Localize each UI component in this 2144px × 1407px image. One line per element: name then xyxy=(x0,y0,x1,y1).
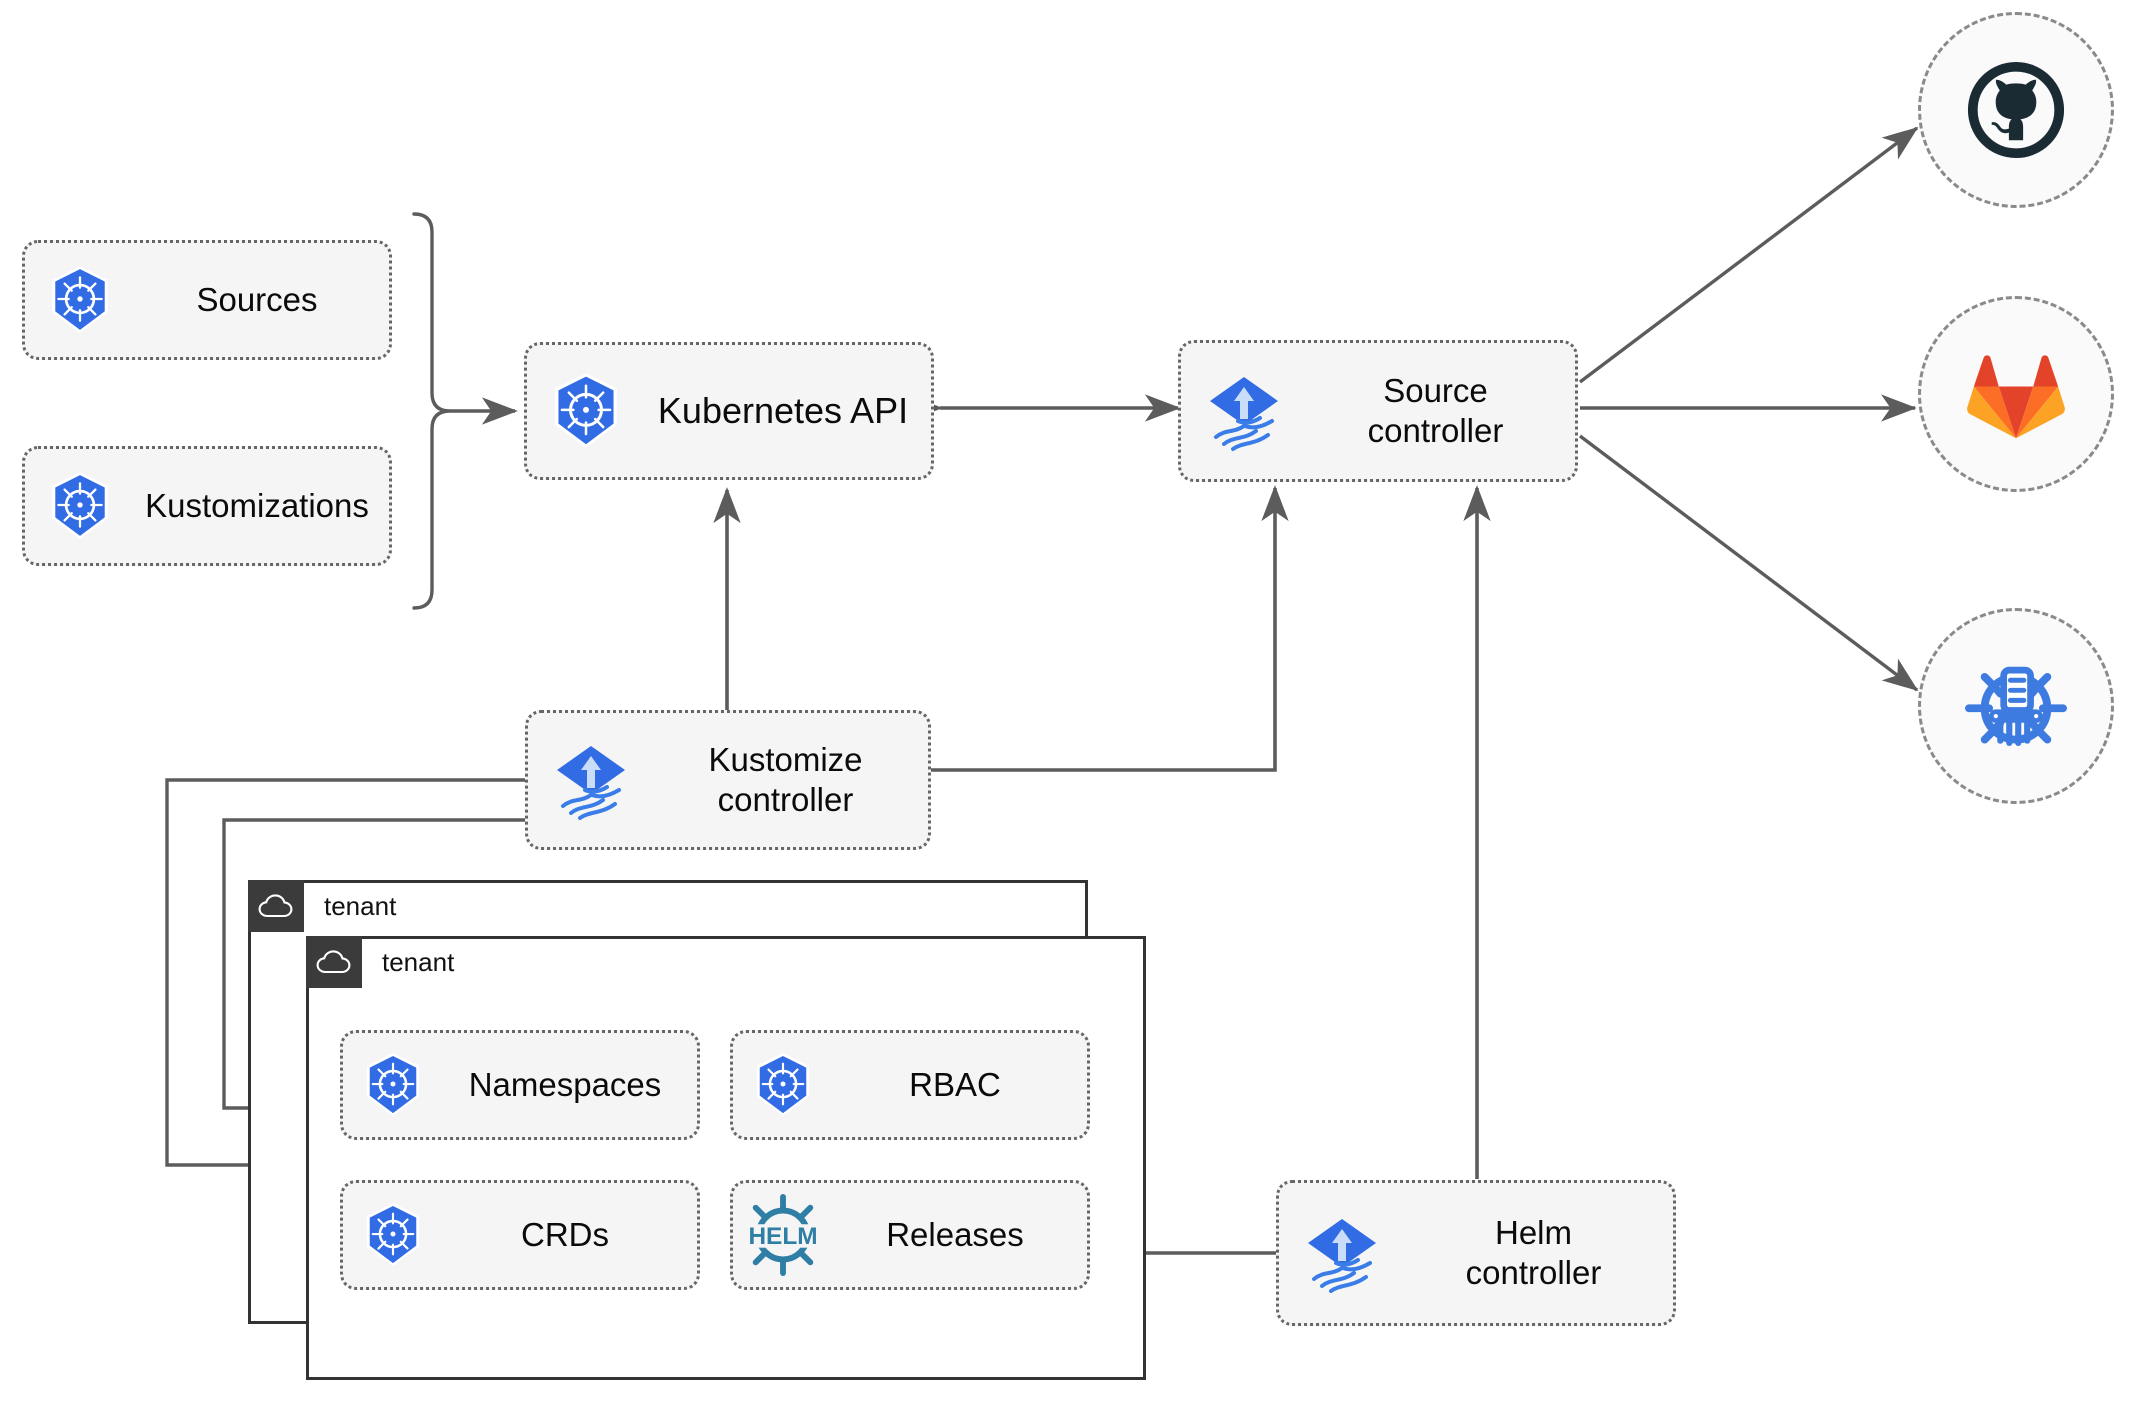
node-label: Namespaces xyxy=(468,1065,662,1103)
node-label: Kustomizations xyxy=(145,486,369,524)
node-kubernetes-api[interactable]: Kubernetes API xyxy=(524,342,934,480)
kubernetes-icon xyxy=(527,372,645,450)
node-kustomizations[interactable]: Kustomizations xyxy=(22,446,392,566)
kubernetes-glyph xyxy=(52,266,108,333)
cloud-glyph xyxy=(258,894,293,918)
node-rbac[interactable]: RBAC xyxy=(730,1030,1090,1140)
flux-icon xyxy=(1279,1211,1404,1295)
node-crds[interactable]: CRDs xyxy=(340,1180,700,1290)
kubernetes-icon xyxy=(343,1052,443,1118)
cloud-icon xyxy=(248,880,304,932)
kubernetes-glyph xyxy=(366,1053,420,1116)
flux-glyph xyxy=(556,746,625,820)
node-label: Sources xyxy=(196,280,318,318)
helm-repository-icon xyxy=(1965,666,2067,747)
kubernetes-glyph xyxy=(52,472,108,539)
node-label: CRDs xyxy=(521,1215,609,1253)
tenant-titlebar: tenant xyxy=(306,936,454,988)
kubernetes-icon xyxy=(343,1202,443,1268)
node-source-controller[interactable]: Source controller xyxy=(1178,340,1578,482)
kubernetes-icon xyxy=(25,471,135,541)
github-icon xyxy=(1967,61,2065,159)
svg-text:HELM: HELM xyxy=(748,1223,817,1250)
cloud-icon xyxy=(306,936,362,988)
flux-glyph xyxy=(1209,377,1278,451)
kubernetes-glyph xyxy=(555,373,617,448)
external-helm-repository[interactable] xyxy=(1918,608,2114,804)
kubernetes-glyph xyxy=(366,1203,420,1266)
external-gitlab[interactable] xyxy=(1918,296,2114,492)
node-sources[interactable]: Sources xyxy=(22,240,392,360)
tenant-window-front[interactable]: tenant xyxy=(306,936,1146,1380)
node-label: Source controller xyxy=(1367,371,1504,449)
helm-icon: HELM xyxy=(733,1192,833,1278)
node-label: Kustomize controller xyxy=(708,740,863,818)
helm-glyph: HELM xyxy=(743,1194,823,1276)
external-github[interactable] xyxy=(1918,12,2114,208)
node-releases[interactable]: HELM Releases xyxy=(730,1180,1090,1290)
gitlab-icon xyxy=(1967,355,2065,439)
flux-icon xyxy=(528,738,653,822)
kubernetes-glyph xyxy=(756,1053,810,1116)
flux-glyph xyxy=(1307,1219,1376,1293)
node-label: Releases xyxy=(886,1215,1024,1253)
kubernetes-icon xyxy=(25,265,135,335)
node-label: Kubernetes API xyxy=(657,390,909,432)
node-label: Helm controller xyxy=(1465,1213,1602,1291)
tenant-name-label: tenant xyxy=(382,946,455,977)
tenant-name-label: tenant xyxy=(324,890,397,921)
node-namespaces[interactable]: Namespaces xyxy=(340,1030,700,1140)
kubernetes-icon xyxy=(733,1052,833,1118)
tenant-titlebar: tenant xyxy=(248,880,396,932)
cloud-glyph xyxy=(316,950,351,974)
node-label: RBAC xyxy=(909,1065,1001,1103)
flux-icon xyxy=(1181,369,1306,453)
node-helm-controller[interactable]: Helm controller xyxy=(1276,1180,1676,1326)
node-kustomize-controller[interactable]: Kustomize controller xyxy=(525,710,931,850)
